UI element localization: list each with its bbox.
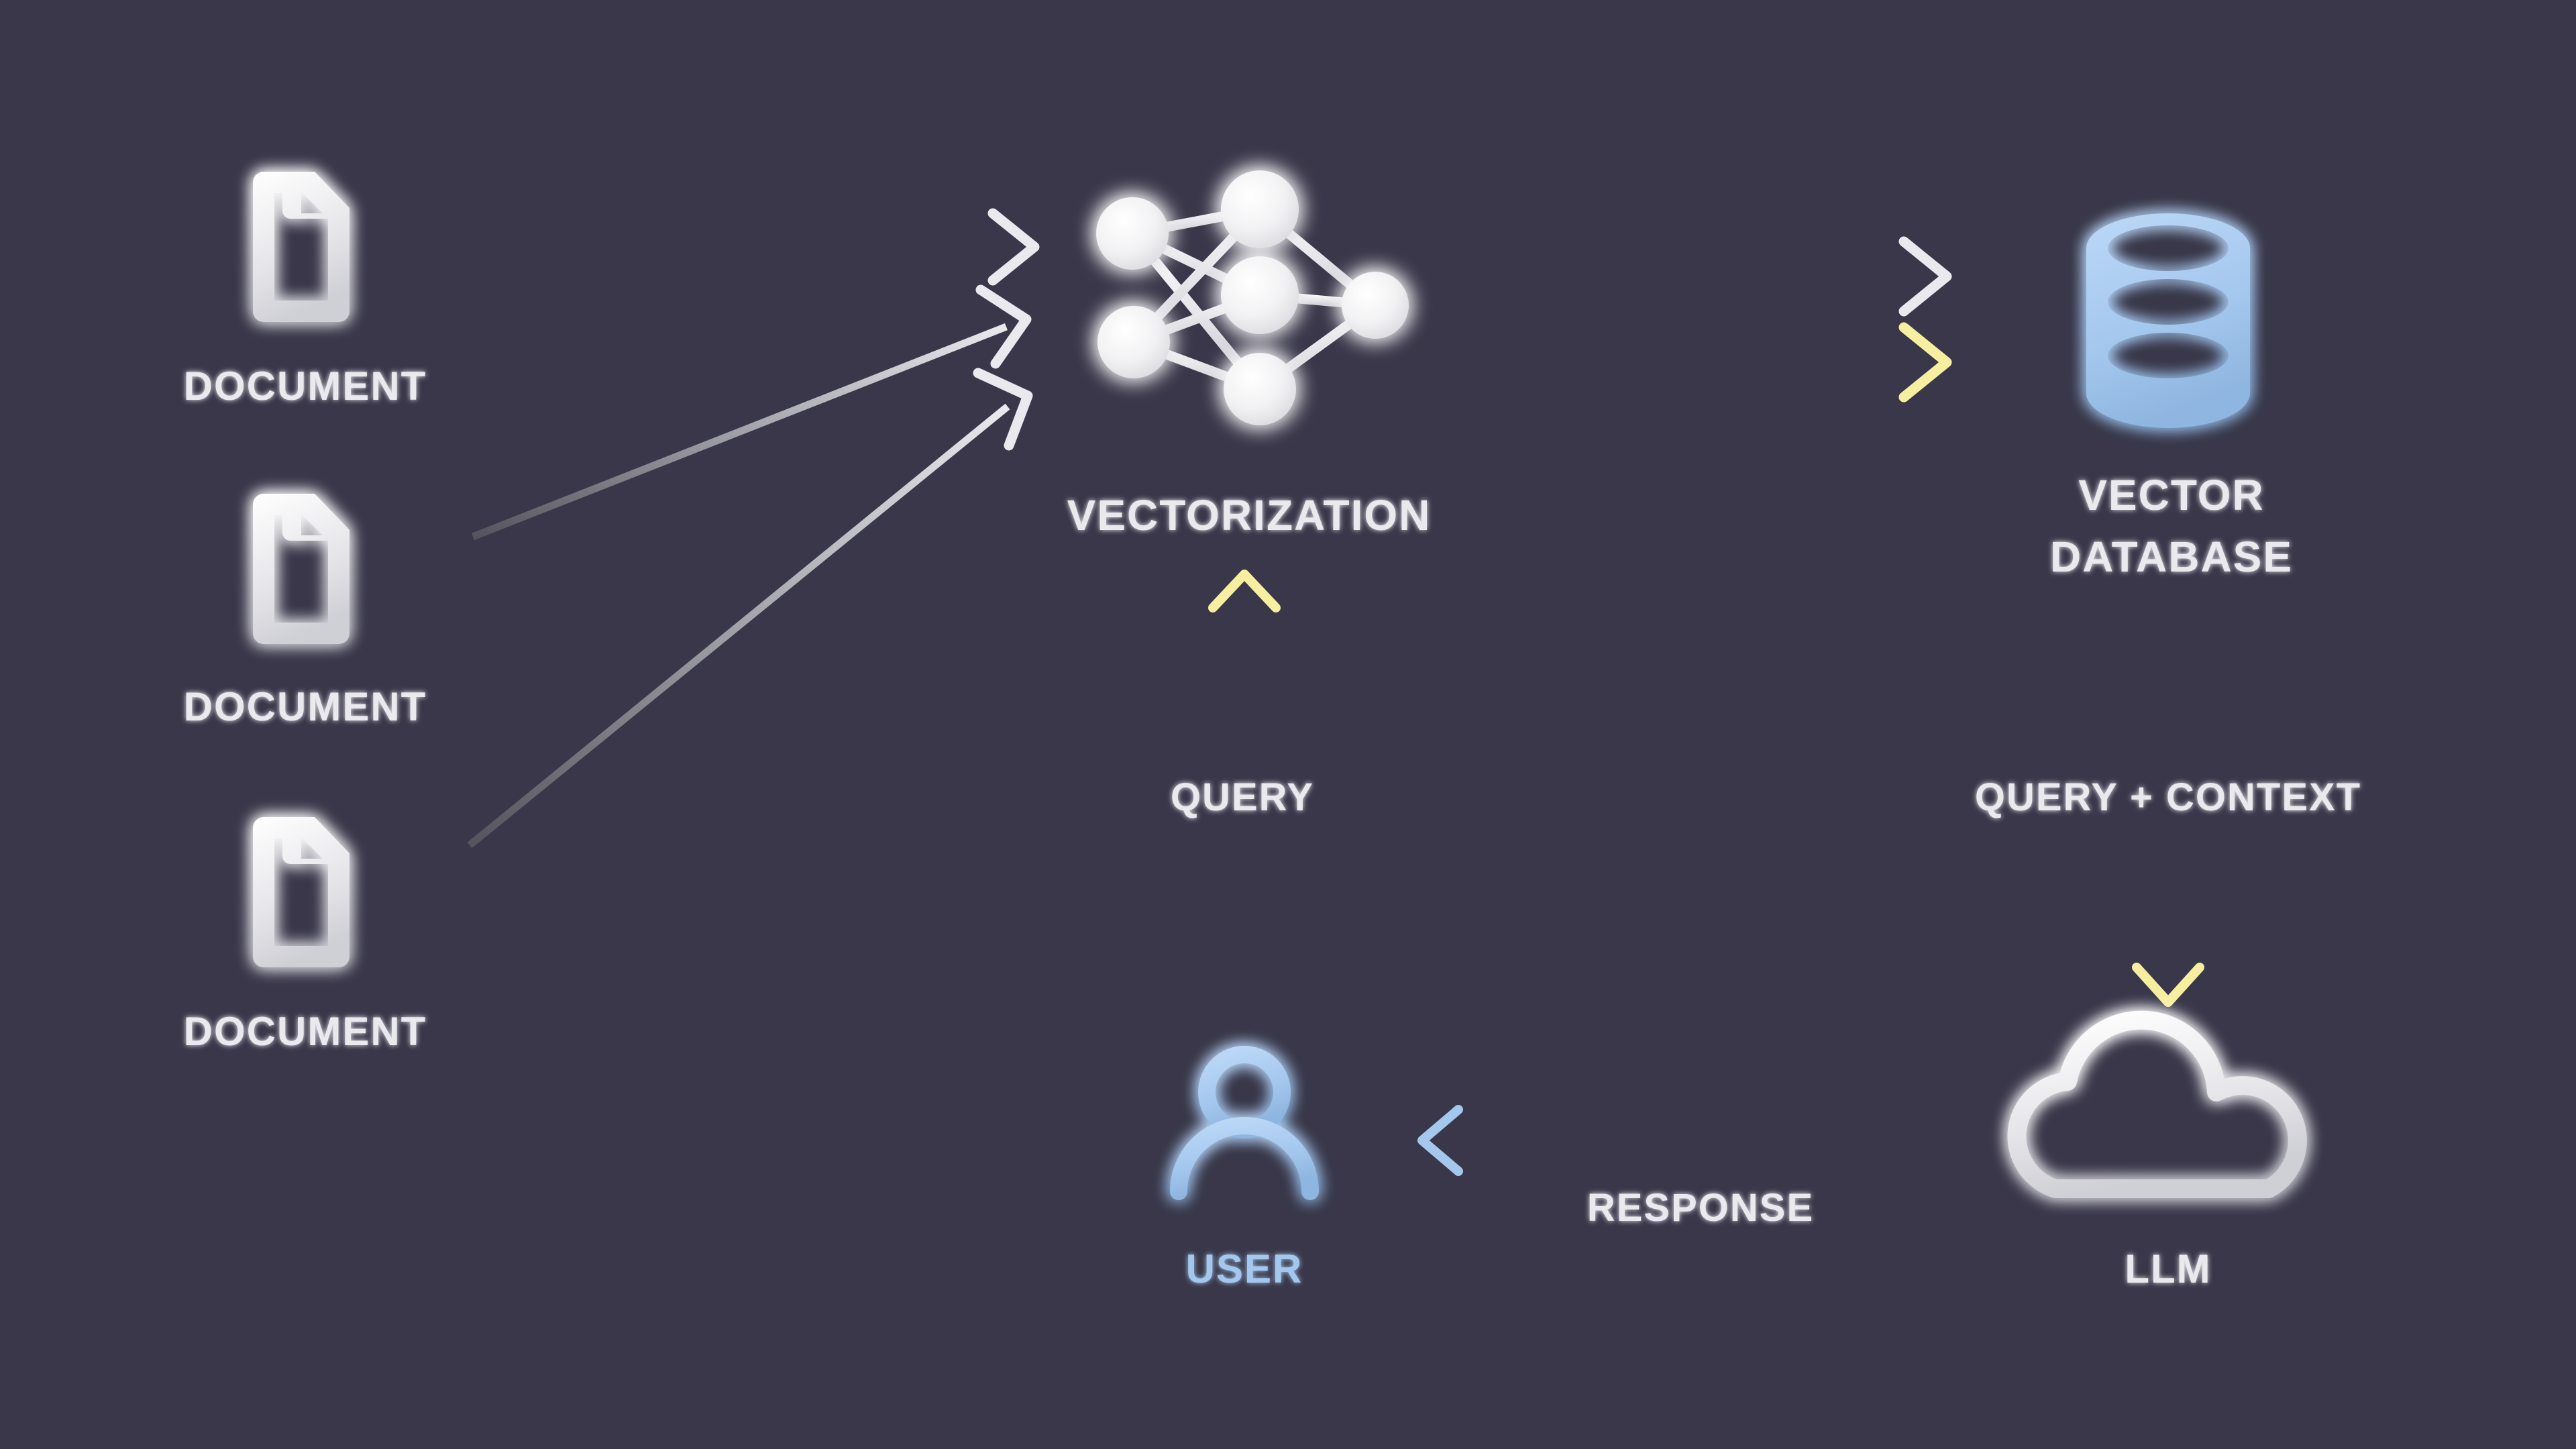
node-document-2[interactable]: DOCUMENT: [184, 494, 427, 729]
node-document-3[interactable]: DOCUMENT: [184, 817, 427, 1054]
vector-database-label-line1: VECTOR: [2078, 471, 2265, 519]
cloud-icon: [2007, 1010, 2307, 1198]
document-icon: [253, 494, 350, 644]
edge-doc3-to-vectorization: [467, 368, 1033, 849]
edge-doc2-to-vectorization: [471, 284, 1032, 541]
neural-network-icon: [1096, 170, 1409, 425]
vectorization-label: VECTORIZATION: [1067, 491, 1432, 539]
edge-label-query: QUERY: [1171, 775, 1314, 819]
user-icon: [1170, 1046, 1319, 1200]
edge-vectorization-to-database-query: [1496, 322, 1952, 402]
node-vector-database[interactable]: VECTOR DATABASE: [2050, 213, 2293, 581]
edge-label-query-context: QUERY + CONTEXT: [1975, 775, 2361, 819]
document-icon: [253, 817, 350, 967]
document-3-label: DOCUMENT: [184, 1009, 427, 1054]
edge-doc1-to-vectorization: [470, 208, 1040, 286]
document-icon: [253, 172, 350, 322]
node-user[interactable]: USER: [1170, 1046, 1319, 1291]
database-icon: [2086, 213, 2250, 428]
llm-label: LLM: [2125, 1246, 2211, 1291]
vector-database-label-line2: DATABASE: [2050, 533, 2293, 581]
node-vectorization[interactable]: VECTORIZATION: [1067, 170, 1432, 539]
document-2-label: DOCUMENT: [184, 684, 427, 729]
user-label: USER: [1186, 1246, 1303, 1291]
edge-llm-to-user-response: [1417, 1105, 1987, 1176]
edge-vectorization-to-database-embeddings: [1496, 236, 1952, 317]
edge-label-response: RESPONSE: [1587, 1186, 1814, 1230]
node-document-1[interactable]: DOCUMENT: [184, 172, 427, 409]
document-1-label: DOCUMENT: [184, 364, 427, 409]
node-llm[interactable]: LLM: [2007, 1010, 2307, 1291]
edge-user-to-vectorization-query: [1208, 570, 1281, 1006]
edge-database-to-llm: [2132, 584, 2204, 1007]
